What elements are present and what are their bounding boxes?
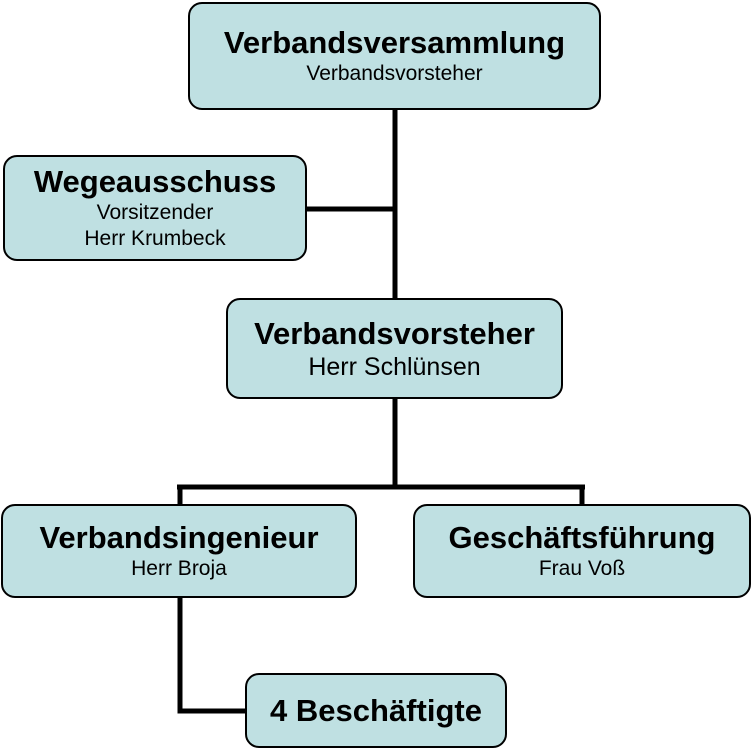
node-beschaeftigte: 4 Beschäftigte: [245, 673, 507, 748]
node-person: Herr Broja: [131, 557, 227, 580]
node-wegeausschuss: Wegeausschuss Vorsitzender Herr Krumbeck: [3, 155, 307, 261]
node-title: 4 Beschäftigte: [270, 692, 482, 728]
node-subtitle: Vorsitzender: [96, 201, 214, 224]
node-verbandsversammlung: Verbandsversammlung Verbandsvorsteher: [188, 2, 601, 110]
connector-engineer-to-staff: [177, 598, 245, 714]
node-person: Herr Krumbeck: [84, 227, 226, 250]
node-verbandsvorsteher: Verbandsvorsteher Herr Schlünsen: [226, 298, 563, 399]
node-title: Verbandsvorsteher: [254, 315, 535, 351]
node-person: Herr Schlünsen: [308, 352, 481, 381]
node-person: Frau Voß: [538, 557, 626, 580]
node-title: Geschäftsführung: [448, 520, 716, 555]
node-title: Verbandsingenieur: [39, 520, 319, 555]
node-subtitle: Verbandsvorsteher: [306, 62, 483, 85]
node-title: Verbandsversammlung: [223, 25, 566, 60]
node-geschaeftsfuehrung: Geschäftsführung Frau Voß: [413, 504, 751, 598]
node-title: Wegeausschuss: [33, 164, 277, 199]
node-verbandsingenieur: Verbandsingenieur Herr Broja: [1, 504, 357, 598]
